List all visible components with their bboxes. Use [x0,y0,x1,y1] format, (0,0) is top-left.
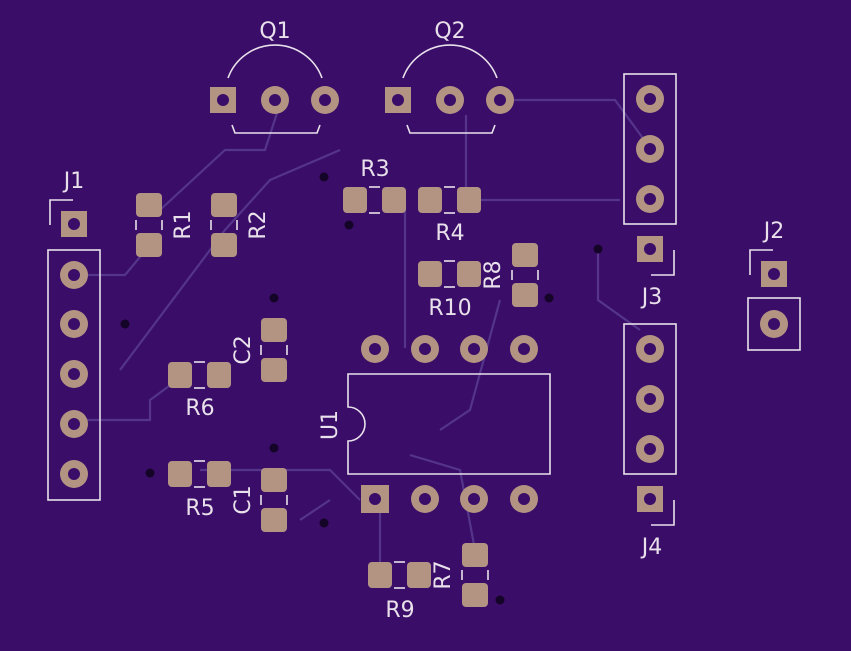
connector-j2: J2 [747,219,801,351]
pad [457,261,481,287]
ref-r2: R2 [246,210,271,239]
pad [343,187,367,213]
transistor-q2: Q2 [385,19,514,134]
via [120,319,130,329]
via [319,172,329,182]
ref-q2: Q2 [434,19,465,44]
pad [136,233,162,257]
pad [207,362,231,388]
ic-u1: U1 [318,335,551,513]
pad [382,187,406,213]
ref-j2: J2 [762,219,785,244]
ref-r4: R4 [435,221,464,246]
ref-r8: R8 [481,260,506,289]
via [145,468,155,478]
resistor-r1: R1 [135,193,196,257]
pad [168,461,192,487]
ref-r3: R3 [360,157,389,182]
ref-r9: R9 [385,598,414,623]
via [269,443,279,453]
pad [418,187,442,213]
capacitor-c2: C2 [231,318,288,382]
copper-traces [80,98,651,575]
via [495,595,505,605]
ref-r10: R10 [428,296,471,321]
pad [407,562,431,588]
pad [462,543,488,567]
ref-j4: J4 [640,535,663,560]
ref-c1: C1 [231,485,256,514]
via [319,518,329,528]
pad [462,583,488,607]
ref-u1: U1 [318,410,343,440]
resistor-r6: R6 [168,361,231,421]
ref-r7: R7 [431,560,456,589]
ref-c2: C2 [231,335,256,364]
ref-j1: J1 [62,169,85,194]
pad [211,233,237,257]
ref-r5: R5 [185,496,214,521]
pad [207,461,231,487]
pad [368,562,392,588]
resistor-r4: R4 [418,186,481,246]
resistor-r9: R9 [368,561,431,623]
transistor-q1: Q1 [210,19,339,134]
pad [457,187,481,213]
ref-j3: J3 [640,285,663,310]
ref-r1: R1 [171,210,196,239]
connector-j3: J3 [623,73,677,310]
ref-r6: R6 [185,396,214,421]
resistor-r10: R10 [418,260,481,321]
pad [261,318,287,342]
pad [261,468,287,492]
pad [512,243,538,267]
pad [418,261,442,287]
resistor-r5: R5 [168,460,231,521]
pad [261,358,287,382]
resistor-r2: R2 [210,193,271,257]
resistor-r7: R7 [431,543,489,607]
via [544,293,554,303]
pad [168,362,192,388]
resistor-r8: R8 [481,243,539,307]
via [269,293,279,303]
capacitor-c1: C1 [231,468,288,532]
connector-j4: J4 [623,323,677,560]
pad [136,193,162,217]
resistor-r3: R3 [343,157,406,214]
via [344,220,354,230]
ref-q1: Q1 [259,19,290,44]
vias [120,172,603,605]
pad [512,283,538,307]
pad [211,193,237,217]
connector-j1: J1 [47,169,101,501]
pad [261,508,287,532]
via [593,244,603,254]
